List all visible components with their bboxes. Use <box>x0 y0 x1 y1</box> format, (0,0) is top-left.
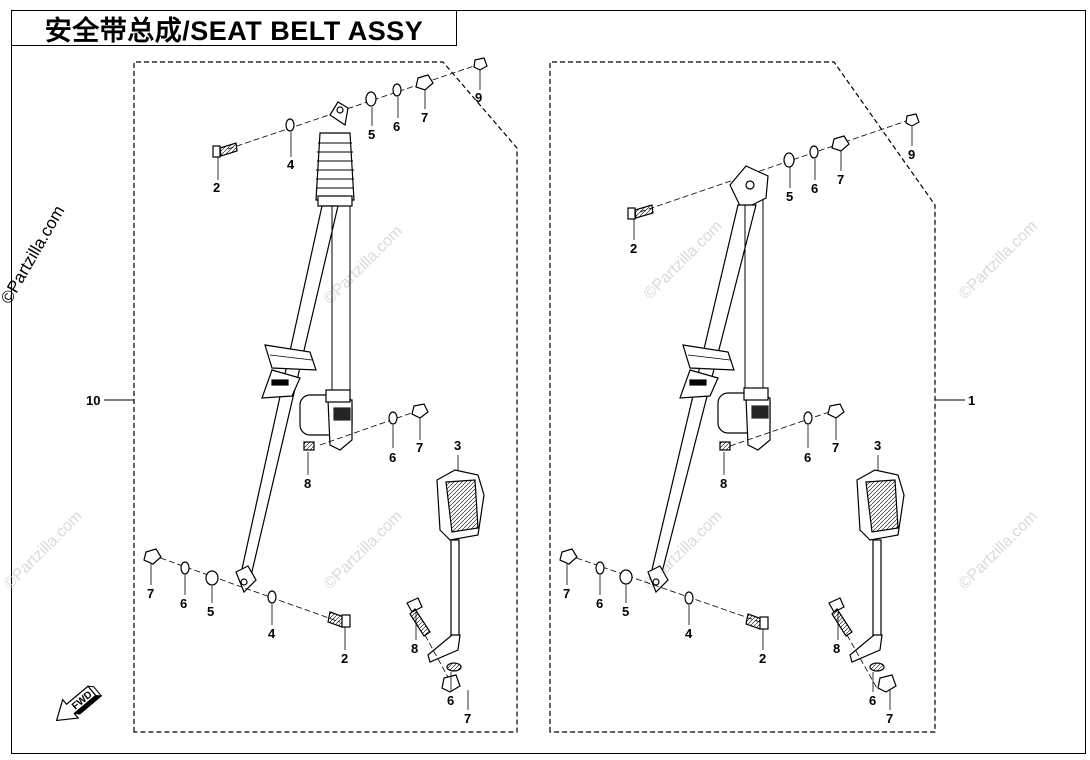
washer-icon <box>392 83 402 97</box>
callout-label: 9 <box>475 90 482 105</box>
bolt-icon <box>627 204 654 220</box>
washer-icon <box>285 118 295 132</box>
right-assembly-boundary <box>549 61 936 733</box>
callout-label: 6 <box>869 693 876 708</box>
left-callouts: 10 2 4 5 6 7 9 8 6 7 3 7 6 5 4 2 8 6 7 <box>86 90 482 726</box>
callout-label: 7 <box>421 110 428 125</box>
callout-label: 5 <box>207 604 214 619</box>
spacer-icon <box>783 152 795 168</box>
bolt-icon <box>406 597 431 637</box>
callout-label: 2 <box>630 241 637 256</box>
buckle-icon <box>849 469 905 663</box>
callout-label: 7 <box>147 586 154 601</box>
callout-label: 8 <box>720 476 727 491</box>
callout-label: 6 <box>596 596 603 611</box>
watermark: ©Partzilla.com <box>0 202 68 307</box>
upper-anchor-icon <box>729 165 769 211</box>
bolt-icon <box>327 611 351 628</box>
spacer-icon <box>205 570 219 586</box>
bolt-icon <box>745 613 769 630</box>
left-assembly-boundary <box>133 61 518 733</box>
callout-label: 6 <box>389 450 396 465</box>
callout-label: 7 <box>416 440 423 455</box>
lower-anchor-icon <box>647 565 669 594</box>
callout-label: 6 <box>393 119 400 134</box>
callout-label: 6 <box>447 693 454 708</box>
washer-icon <box>869 662 885 672</box>
bolt-icon <box>303 441 315 451</box>
callout-label: 5 <box>786 189 793 204</box>
callout-label: 9 <box>908 147 915 162</box>
nut-icon <box>143 548 162 565</box>
callout-label: 4 <box>268 626 276 641</box>
nut-icon <box>827 403 845 419</box>
lower-anchor-icon <box>235 565 257 594</box>
diagram-title: 安全带总成/SEAT BELT ASSY <box>11 10 457 46</box>
callout-label: 3 <box>874 438 881 453</box>
buckle-icon <box>427 469 485 663</box>
washer-icon <box>267 590 277 604</box>
tongue-plate-icon <box>679 344 735 399</box>
right-assembly <box>549 61 965 733</box>
tongue-plate-icon <box>261 344 317 399</box>
nut-icon <box>415 74 434 91</box>
callout-label: 3 <box>454 438 461 453</box>
spacer-icon <box>619 569 633 585</box>
washer-icon <box>809 145 819 159</box>
callout-label: 8 <box>411 641 418 656</box>
nut-icon <box>877 674 897 693</box>
retractor-icon <box>717 387 771 451</box>
bolt-icon <box>212 142 238 158</box>
spacer-icon <box>365 91 377 107</box>
callout-label: 4 <box>685 626 693 641</box>
nut-icon <box>411 403 429 419</box>
callout-label: 6 <box>804 450 811 465</box>
callout-label: 4 <box>287 157 295 172</box>
callout-label: 2 <box>213 180 220 195</box>
callout-label: 5 <box>622 604 629 619</box>
nut-icon <box>473 57 488 71</box>
washer-icon <box>388 411 398 425</box>
watermark: ©Partzilla.com <box>956 218 1041 303</box>
callout-label: 7 <box>886 711 893 726</box>
washer-icon <box>446 662 462 672</box>
callout-label: 6 <box>180 596 187 611</box>
watermark: ©Partzilla.com <box>956 508 1041 593</box>
callout-label: 5 <box>368 127 375 142</box>
callout-label: 7 <box>832 440 839 455</box>
callout-label: 2 <box>341 651 348 666</box>
callout-assembly-left: 10 <box>86 393 100 408</box>
fwd-arrow-icon: FWD <box>55 685 103 722</box>
callout-assembly-right: 1 <box>968 393 975 408</box>
watermark: ©Partzilla.com <box>321 508 406 593</box>
callout-label: 6 <box>811 181 818 196</box>
watermark: ©Partzilla.com <box>1 508 86 593</box>
belt-boot-icon <box>315 101 355 207</box>
nut-icon <box>559 548 578 565</box>
callout-label: 7 <box>563 586 570 601</box>
bolt-icon <box>719 441 731 451</box>
left-assembly <box>104 57 518 733</box>
nut-icon <box>905 113 920 127</box>
washer-icon <box>684 591 694 605</box>
washer-icon <box>595 561 605 575</box>
callout-label: 8 <box>304 476 311 491</box>
washer-icon <box>180 561 190 575</box>
callout-label: 2 <box>759 651 766 666</box>
callout-label: 8 <box>833 641 840 656</box>
bolt-icon <box>828 597 853 637</box>
nut-icon <box>831 135 850 152</box>
callout-label: 7 <box>464 711 471 726</box>
washer-icon <box>803 411 813 425</box>
retractor-icon <box>299 389 353 451</box>
callout-label: 7 <box>837 172 844 187</box>
watermark: ©Partzilla.com <box>321 223 406 308</box>
right-callouts: 1 2 5 6 7 9 8 6 7 3 7 6 5 4 2 8 6 7 <box>563 147 975 726</box>
watermark: ©Partzilla.com <box>641 218 726 303</box>
